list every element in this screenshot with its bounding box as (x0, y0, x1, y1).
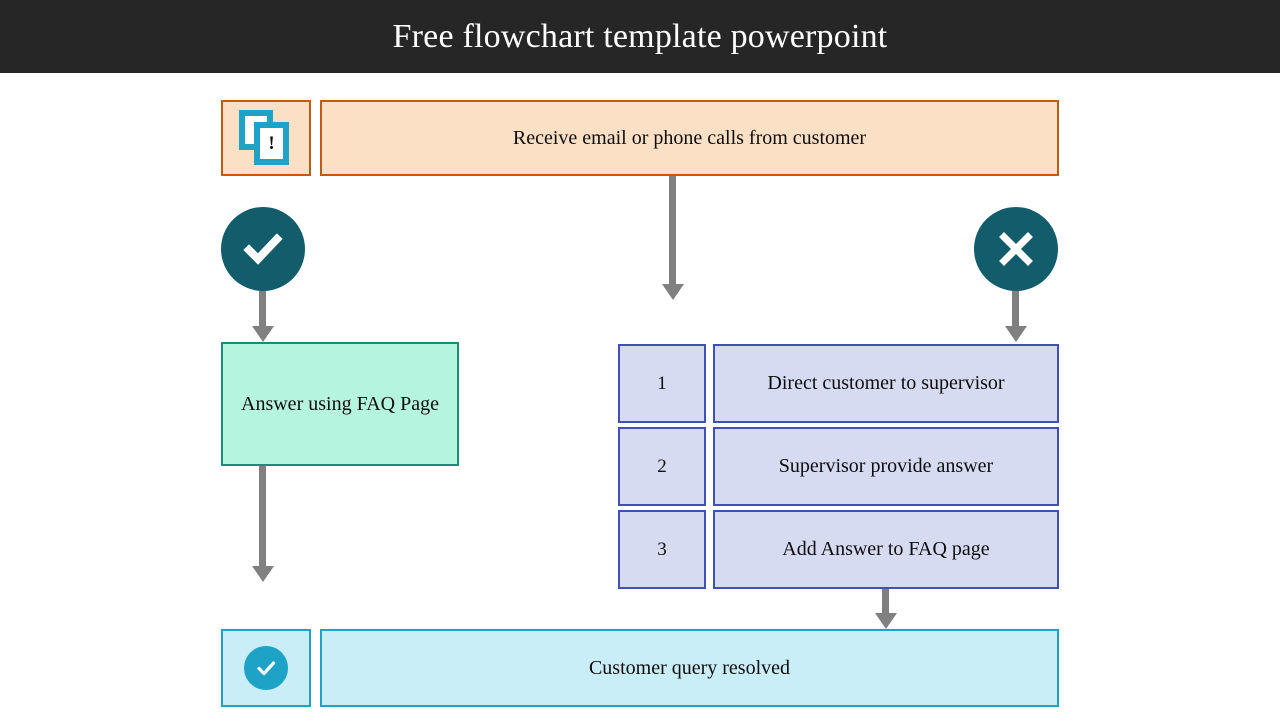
step-1-label: Direct customer to supervisor (767, 372, 1005, 394)
document-front-shape: ! (254, 122, 289, 165)
arrow-check-to-faq (252, 291, 274, 343)
x-circle-icon[interactable] (974, 207, 1058, 291)
document-stack-alert-icon: ! (239, 110, 293, 166)
step-3-number-cell[interactable]: 3 (618, 510, 706, 589)
step-3-number: 3 (657, 538, 667, 560)
x-glyph (999, 232, 1033, 266)
end-node[interactable]: Customer query resolved (320, 629, 1059, 707)
step-1-label-cell[interactable]: Direct customer to supervisor (713, 344, 1059, 423)
header-bar: Free flowchart template powerpoint (0, 0, 1280, 73)
arrow-head (252, 326, 274, 342)
faq-answer-label: Answer using FAQ Page (241, 393, 439, 415)
step-1-number: 1 (657, 372, 667, 394)
arrow-head (1005, 326, 1027, 342)
end-node-label: Customer query resolved (588, 656, 791, 679)
step-2-label-cell[interactable]: Supervisor provide answer (713, 427, 1059, 506)
step-3-label: Add Answer to FAQ page (782, 538, 990, 560)
arrow-shaft (259, 466, 266, 568)
step-2-number: 2 (657, 455, 667, 477)
arrow-head (875, 613, 897, 629)
arrow-start-to-steps (662, 176, 684, 301)
start-node-label: Receive email or phone calls from custom… (512, 126, 867, 149)
arrow-shaft (259, 291, 266, 328)
start-icon-box: ! (221, 100, 311, 176)
end-icon-box (221, 629, 311, 707)
check-circle-icon (244, 646, 288, 690)
step-3-label-cell[interactable]: Add Answer to FAQ page (713, 510, 1059, 589)
step-1-number-cell[interactable]: 1 (618, 344, 706, 423)
check-glyph (257, 661, 276, 676)
arrow-step3-to-resolved (875, 589, 897, 631)
step-2-number-cell[interactable]: 2 (618, 427, 706, 506)
arrow-head (662, 284, 684, 300)
check-glyph (243, 233, 283, 265)
exclamation-glyph: ! (268, 133, 275, 154)
check-circle-icon[interactable] (221, 207, 305, 291)
faq-answer-node[interactable]: Answer using FAQ Page (221, 342, 459, 466)
flowchart-canvas: ! Receive email or phone calls from cust… (0, 73, 1280, 720)
step-2-label: Supervisor provide answer (778, 455, 994, 477)
arrow-x-to-step1 (1005, 291, 1027, 343)
start-node[interactable]: Receive email or phone calls from custom… (320, 100, 1059, 176)
page-title: Free flowchart template powerpoint (392, 17, 888, 55)
arrow-shaft (669, 176, 676, 286)
arrow-head (252, 566, 274, 582)
arrow-shaft (1012, 291, 1019, 328)
arrow-faq-to-resolved (252, 466, 274, 588)
arrow-shaft (882, 589, 889, 615)
